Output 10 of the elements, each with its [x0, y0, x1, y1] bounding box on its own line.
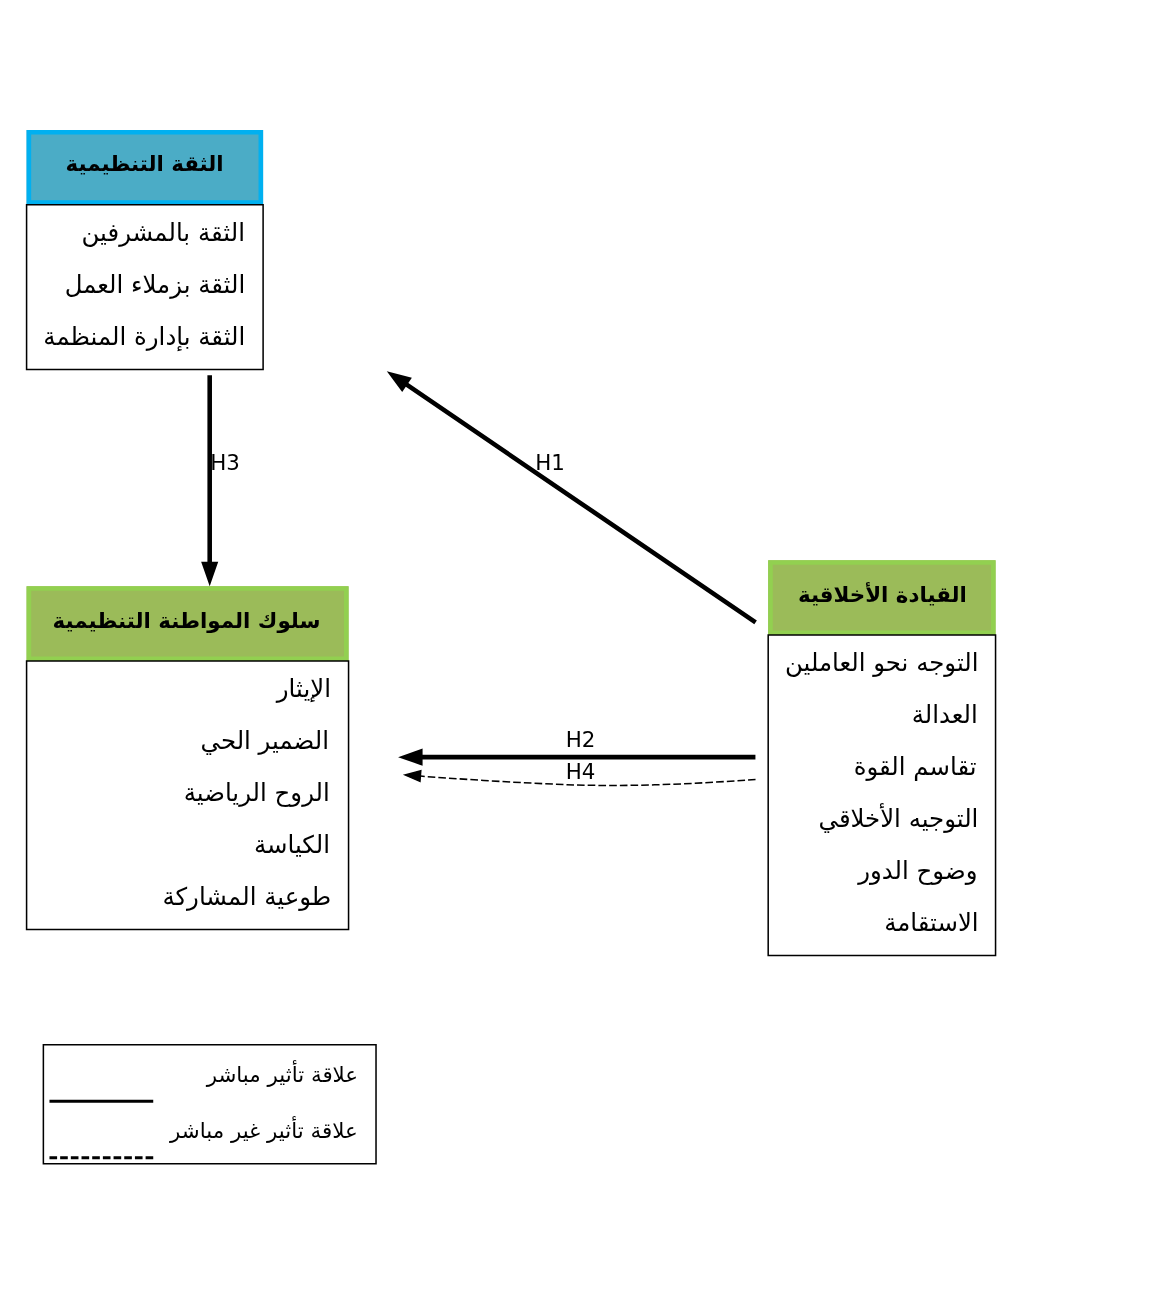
arrow: [201, 375, 219, 587]
legend-label: علاقة تأثير غير مباشر: [170, 1118, 358, 1144]
arrow: [386, 371, 757, 625]
legend-label: علاقة تأثير مباشر: [206, 1061, 359, 1087]
edge-label: H3: [210, 449, 240, 475]
arrow: [398, 748, 756, 766]
edge-label: H1: [535, 449, 565, 475]
arrow: [402, 769, 757, 787]
edge-label: H2: [565, 726, 596, 752]
edge-label: H4: [565, 758, 596, 784]
